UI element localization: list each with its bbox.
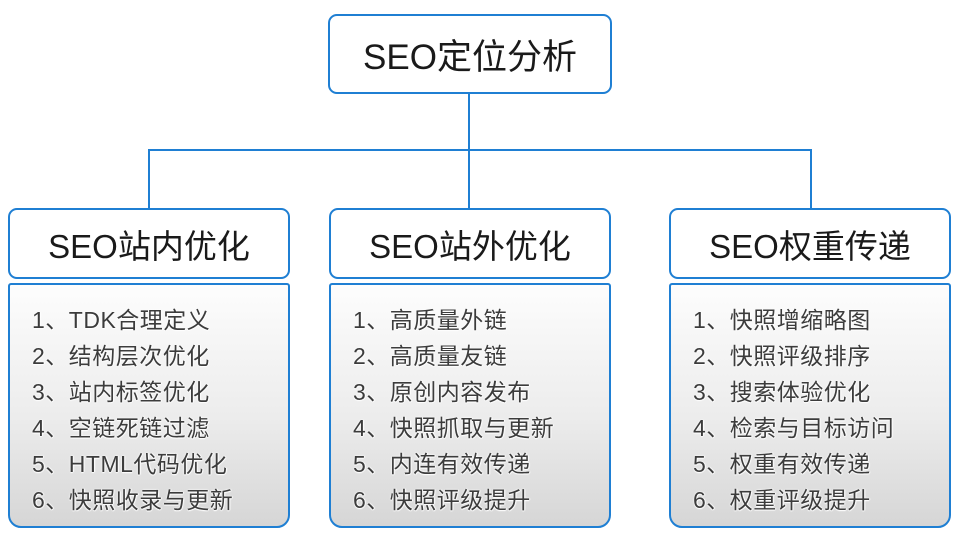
list-item: 1、TDK合理定义 xyxy=(32,307,211,333)
header-weight: SEO权重传递 xyxy=(669,208,951,279)
list-item: 5、HTML代码优化 xyxy=(32,451,228,477)
connector-horizontal xyxy=(148,149,812,151)
panel-weight: 1、快照增缩略图 2、快照评级排序 3、搜索体验优化 4、检索与目标访问 5、权… xyxy=(669,283,951,528)
root-node-label: SEO定位分析 xyxy=(363,37,577,77)
list-item: 4、检索与目标访问 xyxy=(693,415,895,441)
list-item: 6、权重评级提升 xyxy=(693,487,871,513)
list-item: 6、快照评级提升 xyxy=(353,487,531,513)
list-item: 3、搜索体验优化 xyxy=(693,379,871,405)
list-item: 4、空链死链过滤 xyxy=(32,415,210,441)
list-item: 1、快照增缩略图 xyxy=(693,307,871,333)
header-weight-label: SEO权重传递 xyxy=(709,227,911,265)
list-item: 3、站内标签优化 xyxy=(32,379,210,405)
root-node: SEO定位分析 xyxy=(328,14,612,94)
list-item: 1、高质量外链 xyxy=(353,307,508,333)
header-offsite-label: SEO站外优化 xyxy=(369,227,571,265)
list-item: 2、快照评级排序 xyxy=(693,343,871,369)
list-item: 2、高质量友链 xyxy=(353,343,508,369)
list-item: 3、原创内容发布 xyxy=(353,379,531,405)
list-item: 5、权重有效传递 xyxy=(693,451,871,477)
list-item: 4、快照抓取与更新 xyxy=(353,415,555,441)
list-item: 2、结构层次优化 xyxy=(32,343,210,369)
panel-offsite: 1、高质量外链 2、高质量友链 3、原创内容发布 4、快照抓取与更新 5、内连有… xyxy=(329,283,611,528)
header-onsite-label: SEO站内优化 xyxy=(48,227,250,265)
connector-root-stem xyxy=(468,94,470,208)
list-item: 5、内连有效传递 xyxy=(353,451,531,477)
connector-drop-left xyxy=(148,149,150,208)
connector-drop-right xyxy=(810,149,812,208)
list-item: 6、快照收录与更新 xyxy=(32,487,234,513)
header-onsite: SEO站内优化 xyxy=(8,208,290,279)
header-offsite: SEO站外优化 xyxy=(329,208,611,279)
panel-onsite: 1、TDK合理定义 2、结构层次优化 3、站内标签优化 4、空链死链过滤 5、H… xyxy=(8,283,290,528)
